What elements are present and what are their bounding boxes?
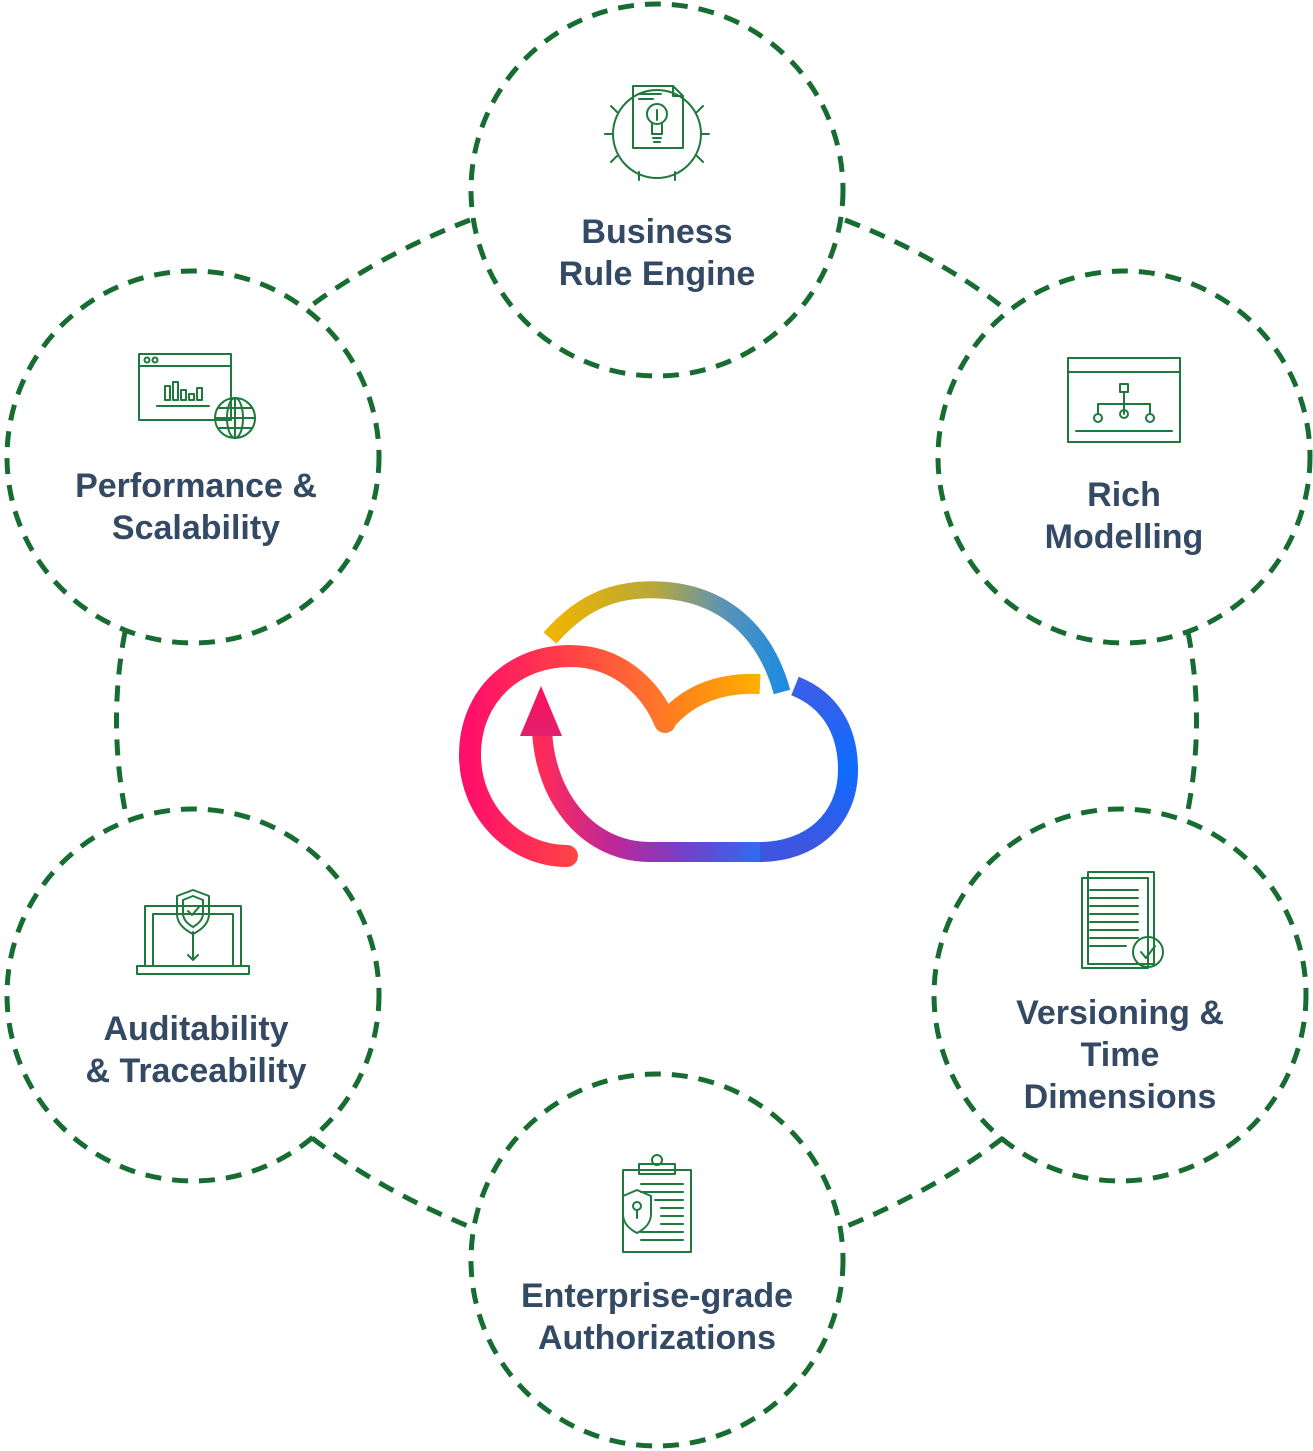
hierarchy-diagram-icon	[1067, 357, 1181, 443]
feature-rings	[4, 1, 1313, 1449]
label-line: Enterprise-grade	[521, 1277, 793, 1315]
label-line: Rule Engine	[559, 255, 755, 293]
label-line: Auditability	[103, 1010, 288, 1048]
label-line: & Traceability	[85, 1052, 306, 1090]
document-checkmark-icon	[1081, 871, 1164, 969]
ring-enterprise-grade-authorizations	[468, 1071, 846, 1449]
laptop-shield-icon	[136, 889, 250, 975]
cloud-refresh-icon	[458, 581, 859, 867]
feature-label-performance-scalability: Performance & Scalability	[75, 467, 317, 547]
connector-arcs	[114, 217, 1199, 1229]
feature-label-versioning-time-dimensions: Versioning & Time Dimensions	[1016, 994, 1224, 1116]
ring-business-rule-engine	[468, 1, 846, 379]
clipboard-shield-icon	[622, 1154, 692, 1253]
label-line: Versioning &	[1016, 994, 1224, 1032]
label-line: Modelling	[1045, 518, 1204, 556]
label-line: Dimensions	[1024, 1078, 1217, 1116]
ring-rich-modelling	[935, 268, 1313, 646]
label-line: Business	[581, 213, 732, 251]
label-line: Authorizations	[538, 1319, 776, 1357]
browser-chart-globe-icon	[138, 353, 256, 439]
ring-performance-scalability	[4, 268, 382, 646]
feature-label-auditability-traceability: Auditability & Traceability	[85, 1010, 306, 1090]
ring-auditability-traceability	[4, 806, 382, 1184]
ring-versioning-time-dimensions	[931, 806, 1309, 1184]
label-line: Scalability	[112, 509, 280, 547]
feature-label-business-rule-engine: Business Rule Engine	[559, 213, 755, 293]
gear-document-lightbulb-icon	[604, 85, 710, 181]
label-line: Time	[1081, 1036, 1160, 1074]
label-line: Rich	[1087, 476, 1161, 514]
label-line: Performance &	[75, 467, 317, 505]
feature-label-enterprise-grade-authorizations: Enterprise-grade Authorizations	[521, 1277, 793, 1357]
feature-label-rich-modelling: Rich Modelling	[1045, 476, 1204, 556]
